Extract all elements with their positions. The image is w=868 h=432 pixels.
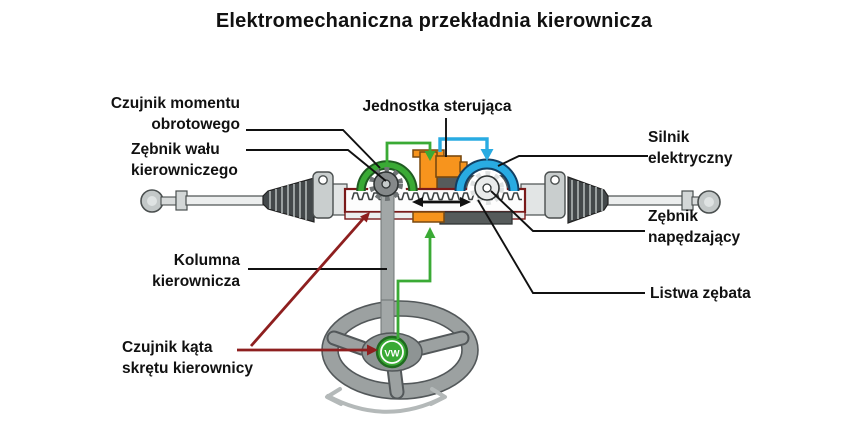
signal-arrow-angle-to-ecu — [396, 227, 436, 339]
leader-lines — [246, 118, 648, 294]
pointer-arrow-angle-sensor-wheel — [237, 344, 378, 356]
signal-arrow-ecu-to-motor — [438, 137, 494, 161]
leader-drive-pinion — [490, 190, 645, 232]
label-control-unit: Jednostka sterująca — [362, 98, 512, 115]
page-title: Elektromechaniczna przekładnia kierownic… — [215, 10, 653, 32]
motor-housing-lower — [439, 211, 513, 225]
label-electric-motor: Silnik elektryczny — [648, 129, 733, 167]
label-steering-shaft-pinion: Zębnik wału kierowniczego — [131, 141, 238, 179]
vw-badge: VW — [375, 335, 409, 369]
steering-column-shaft — [380, 191, 395, 309]
steering-wheel: VW — [321, 299, 479, 414]
mount-bracket-left — [312, 171, 334, 219]
label-torque-sensor: Czujnik momentu obrotowego — [110, 95, 240, 133]
rotation-arrows — [325, 387, 447, 414]
control-unit-lower-flange — [412, 211, 445, 223]
leader-torque-sensor — [246, 129, 381, 169]
pointer-arrow-angle-sensor-rack — [249, 212, 370, 347]
leader-shaft-pinion — [246, 149, 387, 182]
signal-arrow-torque-to-ecu — [385, 141, 436, 167]
leader-electric-motor — [497, 155, 648, 167]
tie-rod-left — [140, 171, 348, 223]
tie-rod-right — [520, 171, 721, 224]
leader-rack — [477, 199, 645, 294]
mount-bracket-right — [544, 171, 566, 219]
label-rack: Listwa zębata — [650, 285, 751, 302]
vw-badge-text: VW — [384, 349, 399, 360]
label-drive-pinion: Zębnik napędzający — [648, 208, 741, 246]
rack-motion-arrow — [412, 197, 471, 207]
label-steering-angle-sensor: Czujnik kąta skrętu kierownicy — [122, 339, 253, 377]
label-steering-column: Kolumna kierownicza — [152, 252, 240, 290]
steering-shaft-pinion-gear — [369, 167, 403, 201]
